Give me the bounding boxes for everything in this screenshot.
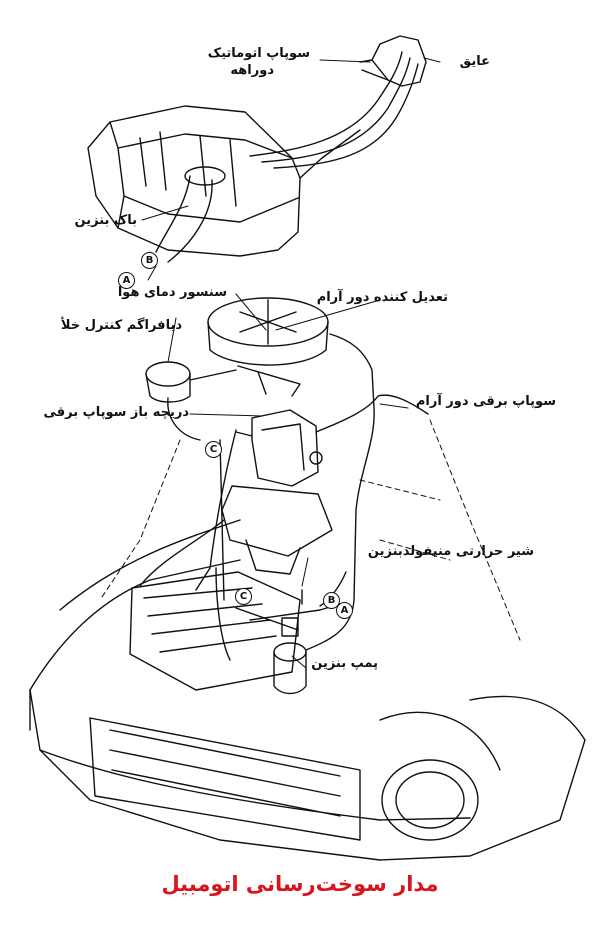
car-body-drawing [29, 519, 586, 861]
label-auto-valve-group: سوپاپ اتوماتیک دوراهه [208, 45, 310, 79]
label-manifold-thermo-valve: شیر حرارتی منیفولدبنزین [367, 544, 534, 559]
label-fuel-tank: باک بنزین [74, 213, 137, 228]
hood-outline [99, 419, 521, 641]
label-idle-solenoid: سوپاپ برقی دور آرام [415, 394, 556, 409]
label-air-temp-sensor: سنسور دمای هوا [117, 285, 227, 300]
marker-b-tank: B [141, 252, 158, 269]
label-idle-adjuster: تعدیل کننده دور آرام [316, 290, 448, 305]
marker-c-vacuum: C [205, 441, 222, 458]
label-vacuum-diaphragm: دیافراگم کنترل خلأ [60, 318, 182, 333]
label-auto-valve-2: دوراهه [230, 63, 274, 78]
vacuum-diaphragm-drawing [145, 361, 237, 441]
fuel-lines [195, 333, 429, 661]
diagram-title: مدار سوخت‌رسانی اتومبیل [161, 872, 439, 896]
carburetor-drawing [235, 409, 323, 487]
fuel-tank-drawing [87, 105, 361, 263]
vapor-hoses [249, 35, 427, 169]
label-fuel-pump: پمپ بنزین [311, 656, 378, 671]
label-auto-valve: سوپاپ اتوماتیک [207, 46, 310, 61]
air-cleaner-drawing [207, 297, 329, 397]
marker-a-tank: A [118, 272, 135, 289]
fuel-pump-drawing [273, 589, 307, 695]
marker-a-engine: A [336, 602, 353, 619]
engine-block-drawing [129, 485, 333, 691]
leader-lines [141, 57, 441, 669]
marker-c-engine: C [235, 588, 252, 605]
label-solenoid-opening: دریچه باز سوپاپ برقی [43, 405, 189, 420]
marker-b-engine: B [323, 592, 340, 609]
label-insulator: عایق [459, 54, 490, 69]
